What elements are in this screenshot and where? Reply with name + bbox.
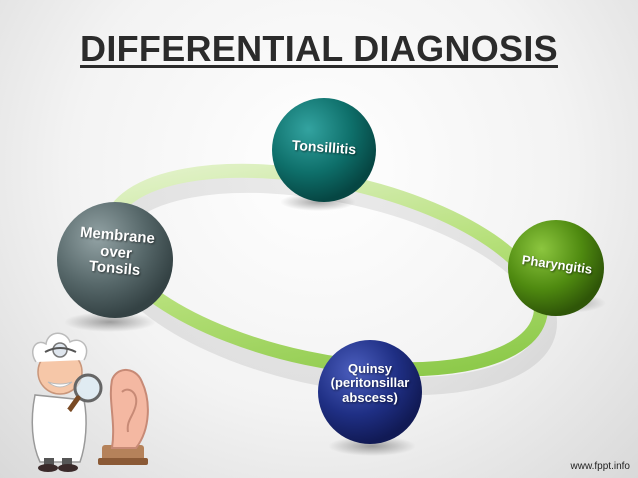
pharyngitis-node bbox=[508, 220, 604, 316]
membrane-node-shadow bbox=[64, 312, 156, 332]
membrane-label: Membrane over Tonsils bbox=[79, 223, 156, 280]
slide-title: DIFFERENTIAL DIAGNOSIS bbox=[80, 28, 558, 69]
tonsillitis-node bbox=[272, 98, 376, 202]
watermark: www.fppt.info bbox=[570, 461, 630, 472]
quinsy-node bbox=[318, 340, 422, 444]
doctor-with-ear-illustration bbox=[31, 332, 149, 472]
membrane-node bbox=[57, 202, 173, 318]
quinsy-node-shadow bbox=[328, 436, 416, 456]
quinsy-label: Quinsy (peritonsillar abscess) bbox=[330, 361, 410, 405]
